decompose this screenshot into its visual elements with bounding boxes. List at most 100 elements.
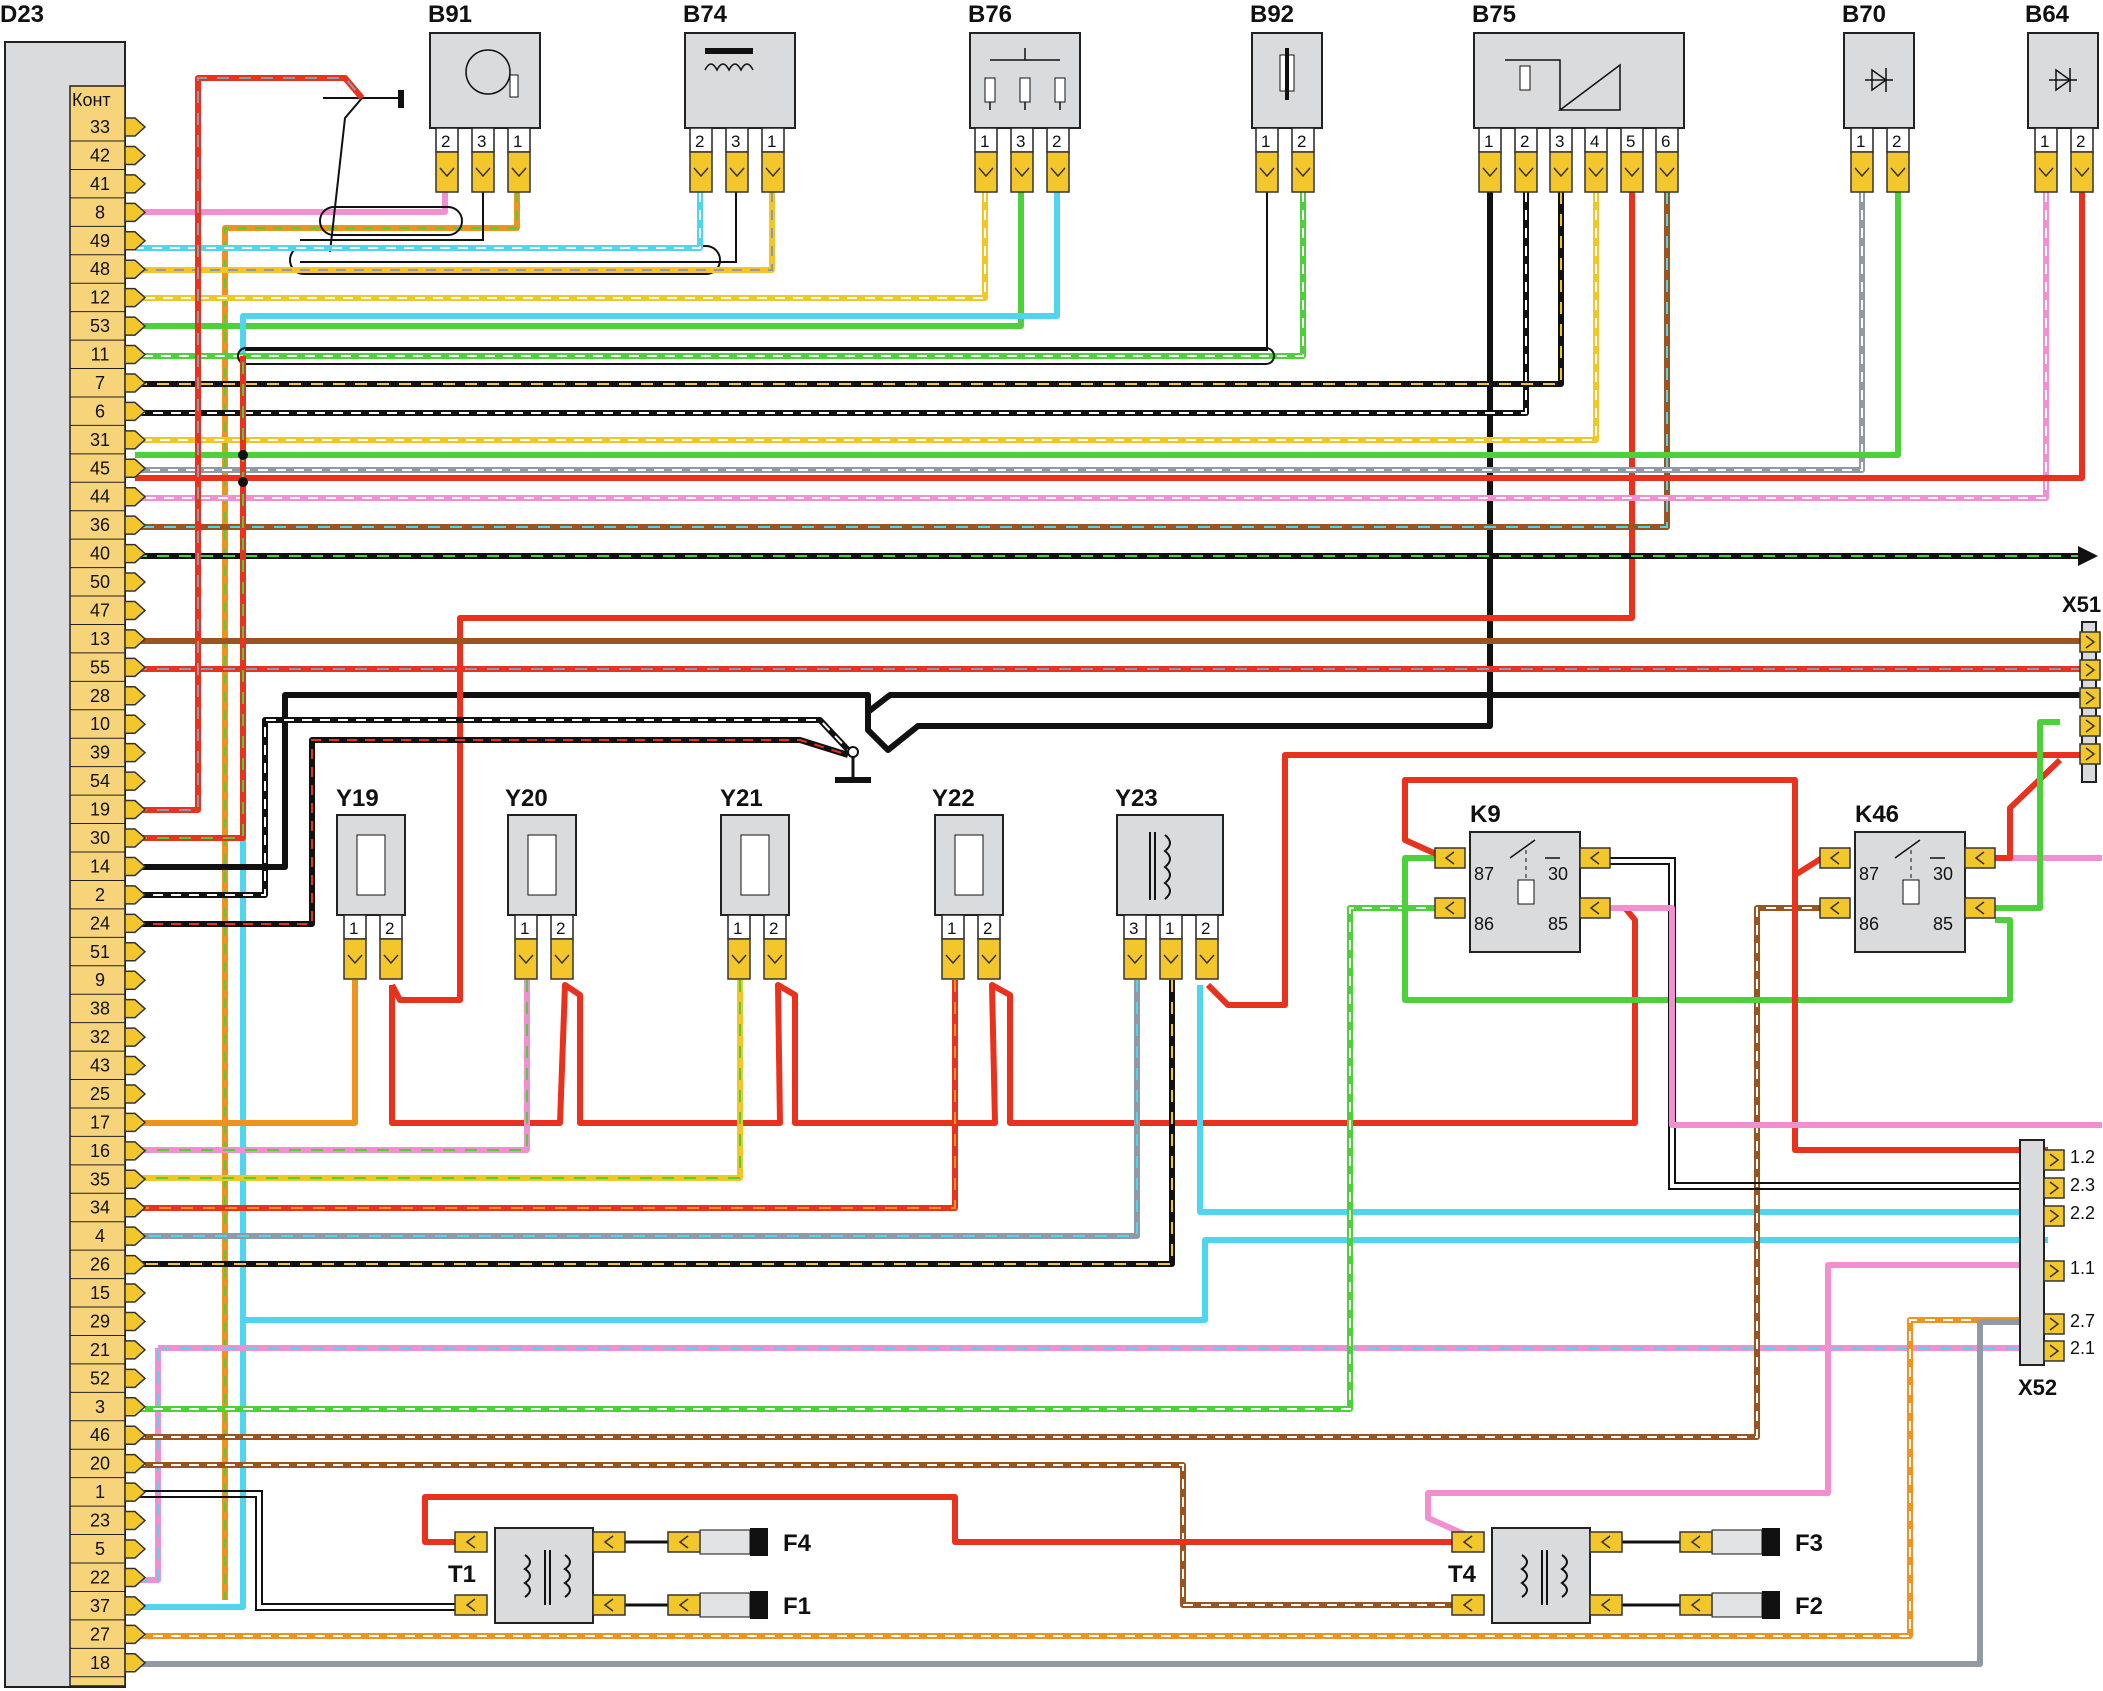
connector-terminal[interactable] <box>2079 631 2101 653</box>
connector-terminal[interactable] <box>379 938 403 980</box>
connector-terminal[interactable] <box>2043 1313 2065 1335</box>
connector-terminal[interactable] <box>1850 151 1874 193</box>
ecu-pin-terminal[interactable] <box>124 1510 147 1531</box>
ecu-pin-terminal[interactable] <box>124 1482 147 1502</box>
connector-terminal[interactable] <box>1579 847 1611 869</box>
ecu-pin-terminal[interactable] <box>124 1425 147 1445</box>
ecu-pin-terminal[interactable] <box>124 1653 147 1673</box>
connector-terminal[interactable] <box>1679 1594 1713 1616</box>
connector-terminal[interactable] <box>2079 715 2101 737</box>
connector-terminal[interactable] <box>1655 151 1679 193</box>
connector-terminal[interactable] <box>2043 1340 2065 1362</box>
ecu-pin-terminal[interactable] <box>124 828 147 848</box>
connector-terminal[interactable] <box>667 1531 701 1553</box>
relay-k46[interactable]: K46 87 30 86 85 <box>1854 801 1966 953</box>
connector-terminal[interactable] <box>2034 151 2058 193</box>
connector-terminal[interactable] <box>1255 151 1279 193</box>
ecu-pin-terminal[interactable] <box>124 1397 147 1417</box>
ecu-pin-terminal[interactable] <box>124 686 147 706</box>
connector-terminal[interactable] <box>1046 151 1070 193</box>
ecu-pin-terminal[interactable] <box>124 799 147 820</box>
connector-terminal[interactable] <box>1964 897 1996 919</box>
connector-terminal[interactable] <box>2043 1177 2065 1199</box>
connector-terminal[interactable] <box>514 938 538 980</box>
ecu-pin-terminal[interactable] <box>124 970 147 990</box>
ecu-pin-terminal[interactable] <box>124 1624 147 1645</box>
ecu-pin-terminal[interactable] <box>124 600 147 621</box>
injector-y21[interactable]: Y21 1 2 <box>720 785 790 940</box>
connector-terminal[interactable] <box>2079 687 2101 709</box>
sensor-b92[interactable]: B92 1 2 <box>1250 1 1323 153</box>
connector-terminal[interactable] <box>689 151 713 193</box>
ecu-pin-terminal[interactable] <box>124 174 147 194</box>
coil-t1[interactable]: T1 F4 F1 <box>448 1527 812 1624</box>
ecu-pin-terminal[interactable] <box>124 1141 147 1161</box>
sensor-b64[interactable]: B64 1 2 <box>2025 1 2099 153</box>
injector-y19[interactable]: Y19 1 2 <box>336 785 406 940</box>
connector-terminal[interactable] <box>1589 1594 1623 1616</box>
relay-k9[interactable]: K9 87 30 86 85 <box>1469 801 1581 953</box>
coil-t4[interactable]: T4 F3 F2 <box>1448 1527 1823 1624</box>
sensor-b70[interactable]: B70 1 2 <box>1842 1 1915 153</box>
ecu-pin-terminal[interactable] <box>124 771 147 791</box>
ecu-pin-terminal[interactable] <box>124 1055 147 1076</box>
connector-terminal[interactable] <box>1478 151 1502 193</box>
ecu-pin-terminal[interactable] <box>124 742 147 763</box>
ecu-pin-terminal[interactable] <box>124 1254 147 1275</box>
connector-terminal[interactable] <box>1451 1531 1485 1553</box>
connector-x52[interactable]: X52 1.2 2.3 2.2 1.1 2.7 2.1 <box>2018 1139 2095 1400</box>
connector-terminal[interactable] <box>1679 1531 1713 1553</box>
connector-terminal[interactable] <box>454 1531 488 1553</box>
ecu-pin-terminal[interactable] <box>124 1027 147 1047</box>
sensor-b76[interactable]: B76 1 3 2 <box>968 1 1081 153</box>
ecu-pin-terminal[interactable] <box>124 885 147 905</box>
injector-y20[interactable]: Y20 1 2 <box>505 785 577 940</box>
connector-terminal[interactable] <box>2079 659 2101 681</box>
ecu-pin-terminal[interactable] <box>124 1169 147 1190</box>
ecu-pin-terminal[interactable] <box>124 231 147 251</box>
connector-terminal[interactable] <box>2043 1149 2065 1171</box>
ecu-pin-terminal[interactable] <box>124 401 147 422</box>
injector-y22[interactable]: Y22 1 2 <box>932 785 1004 940</box>
ecu-pin-terminal[interactable] <box>124 543 147 564</box>
connector-terminal[interactable] <box>2043 1260 2065 1282</box>
ecu-pin-terminal[interactable] <box>124 714 147 734</box>
ecu-pin-terminal[interactable] <box>124 1084 147 1104</box>
connector-terminal[interactable] <box>2079 743 2101 765</box>
connector-terminal[interactable] <box>1514 151 1538 193</box>
connector-terminal[interactable] <box>1451 1594 1485 1616</box>
connector-terminal[interactable] <box>2043 1205 2065 1227</box>
connector-terminal[interactable] <box>1549 151 1573 193</box>
connector-terminal[interactable] <box>1434 847 1466 869</box>
ecu-pin-terminal[interactable] <box>124 629 147 649</box>
ecu-pin-terminal[interactable] <box>124 1539 147 1559</box>
ecu-pin-terminal[interactable] <box>124 1226 147 1246</box>
ecu-pin-terminal[interactable] <box>124 373 147 393</box>
connector-terminal[interactable] <box>1620 151 1644 193</box>
ecu-pin-terminal[interactable] <box>124 1197 147 1218</box>
ecu-pin-terminal[interactable] <box>124 287 147 308</box>
connector-terminal[interactable] <box>1819 897 1851 919</box>
connector-terminal[interactable] <box>1964 847 1996 869</box>
connector-terminal[interactable] <box>1584 151 1608 193</box>
connector-terminal[interactable] <box>1819 847 1851 869</box>
connector-terminal[interactable] <box>727 938 751 980</box>
ecu-pin-terminal[interactable] <box>124 998 147 1019</box>
connector-terminal[interactable] <box>1886 151 1910 193</box>
connector-terminal[interactable] <box>1159 938 1183 980</box>
connector-terminal[interactable] <box>435 151 459 193</box>
ecu-pin-terminal[interactable] <box>124 145 147 166</box>
ecu-pin-terminal[interactable] <box>124 657 147 678</box>
ecu-pin-terminal[interactable] <box>124 316 147 336</box>
sensor-b91[interactable]: B91 2 3 1 <box>428 1 541 153</box>
sensor-b75[interactable]: B75 1 2 3 4 5 6 <box>1472 1 1685 153</box>
connector-terminal[interactable] <box>550 938 574 980</box>
connector-terminal[interactable] <box>1579 897 1611 919</box>
ecu-pin-terminal[interactable] <box>124 430 147 450</box>
ecu-pin-terminal[interactable] <box>124 1596 147 1616</box>
connector-terminal[interactable] <box>761 151 785 193</box>
connector-terminal[interactable] <box>1010 151 1034 193</box>
connector-terminal[interactable] <box>941 938 965 980</box>
connector-terminal[interactable] <box>1434 897 1466 919</box>
ecu-pin-terminal[interactable] <box>124 1112 147 1133</box>
